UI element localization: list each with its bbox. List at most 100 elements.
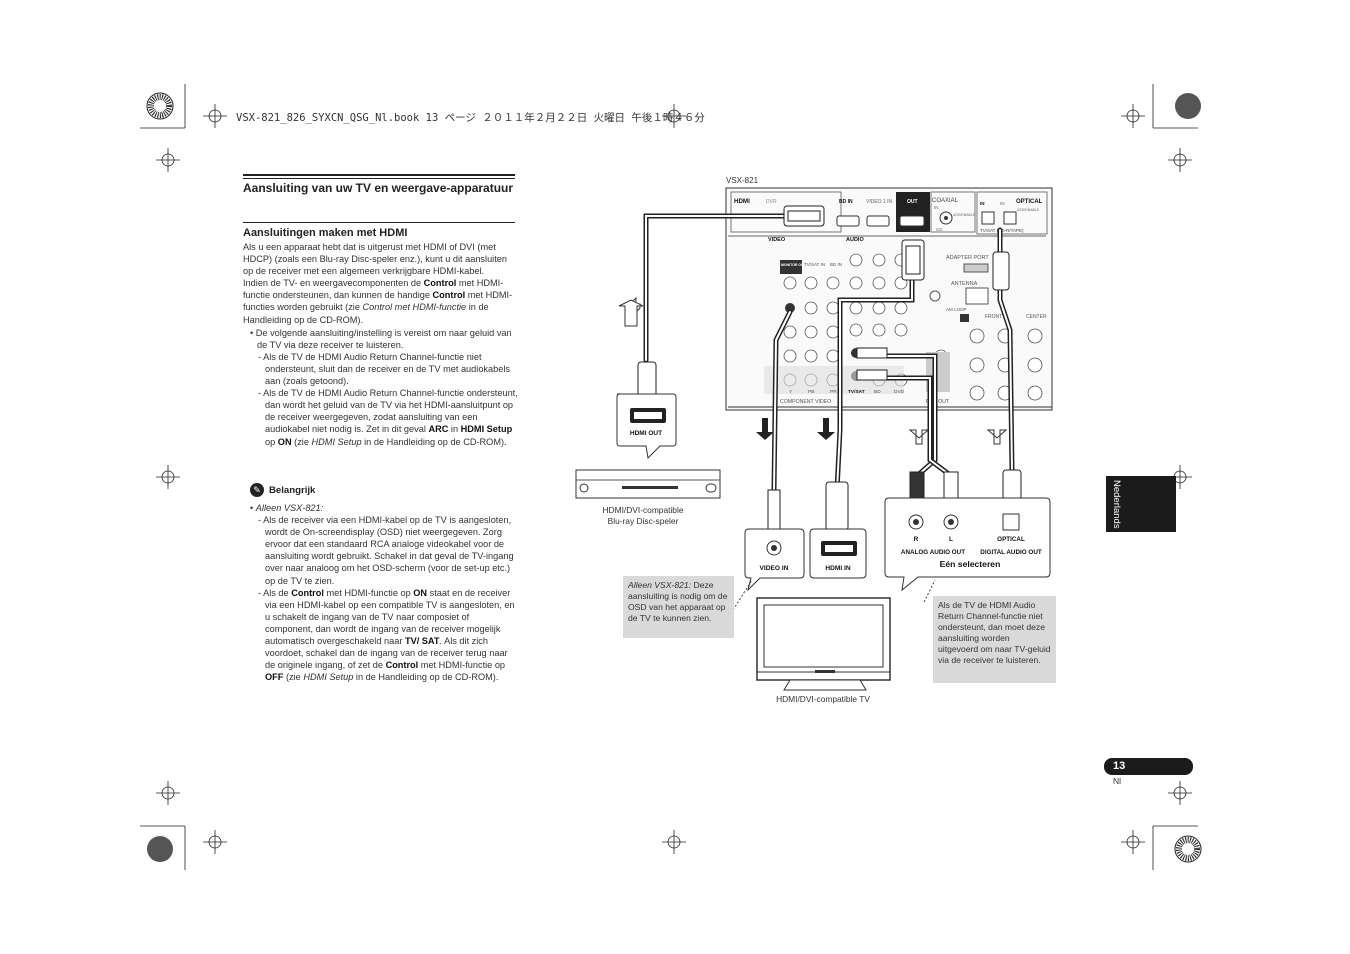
digital-audio-out-label: DIGITAL AUDIO OUT xyxy=(980,549,1042,556)
rx-cd: CD xyxy=(936,227,943,232)
section-title: Aansluiting van uw TV en weergave-appara… xyxy=(243,181,514,195)
title-rule-top xyxy=(243,174,515,176)
tv-hdmi-in-label: HDMI IN xyxy=(825,565,851,572)
note-osd-text: Deze aansluiting is nodig om de OSD van … xyxy=(628,580,728,623)
imp-2g: . Als dit zich voordoet, schakel dan de … xyxy=(265,636,508,671)
note-arc: Als de TV de HDMI Audio Return Channel-f… xyxy=(933,596,1056,683)
sub-2h: HDMI Setup xyxy=(311,436,362,447)
tv-video-in-label: VIDEO IN xyxy=(760,565,789,572)
important-bullet-text: Alleen VSX-821: xyxy=(255,503,324,513)
language-tab: Nederlands xyxy=(1106,476,1176,532)
rx-dvd: DVD xyxy=(894,389,905,395)
control-text-6: Control met HDMI-functie xyxy=(362,302,467,313)
sub-item-1: - Als de TV de HDMI Audio Return Channel… xyxy=(258,351,510,387)
rx-bd-in: BD IN xyxy=(839,199,853,205)
sub-2e: op xyxy=(265,436,276,447)
control-text-7: in de Handleiding op de CD-ROM). xyxy=(243,302,489,325)
rx-out: OUT xyxy=(907,199,918,205)
imp-2l: HDMI Setup xyxy=(303,672,354,683)
subtitle-rule xyxy=(243,222,515,223)
file-header: VSX-821_826_SYXCN_QSG_Nl.book 13 ページ ２０１… xyxy=(236,112,705,124)
imp-2b: Control xyxy=(291,587,324,598)
important-title: Belangrijk xyxy=(269,484,316,496)
control-text-5: met HDMI-functies worden gebruikt (zie xyxy=(243,290,513,313)
imp-2a: Als de xyxy=(263,587,289,598)
imp-2c: met HDMI-functie op xyxy=(326,587,411,598)
control-text-4: Control xyxy=(432,290,466,301)
note-osd-italic: Alleen VSX-821: xyxy=(628,580,692,590)
tv-caption: HDMI/DVI-compatible TV xyxy=(776,694,870,704)
intro-text: Als u een apparaat hebt dat is uitgerust… xyxy=(243,242,507,277)
page-number: 13 xyxy=(1104,758,1193,775)
rx-coaxial: COAXIAL xyxy=(932,198,959,204)
player-caption-1: HDMI/DVI-compatible xyxy=(603,505,684,515)
important-sub-1: - Als de receiver via een HDMI-kabel op … xyxy=(258,515,514,586)
optical-label: OPTICAL xyxy=(997,536,1025,543)
rx-dvr: DVR xyxy=(766,199,777,205)
control-text-2: Control xyxy=(423,278,457,289)
audio-r-label: R xyxy=(914,536,919,543)
important-heading: ✎ Belangrijk xyxy=(250,483,315,497)
rx-pb: PB xyxy=(808,389,814,395)
control-text-3: met HDMI-functie ondersteunen, dan kunne… xyxy=(243,278,504,301)
wrench-icon: ✎ xyxy=(250,483,264,497)
sub-2a: Als de TV de HDMI Audio Return Channel-f… xyxy=(263,388,518,435)
page-language-code: Nl xyxy=(1113,776,1122,786)
sub-2g: (zie xyxy=(294,436,309,447)
imp-2f: TV/ SAT xyxy=(404,636,440,647)
rx-am-loop: AM LOOP xyxy=(946,307,967,312)
signal-arrows xyxy=(618,296,1008,445)
rx-pre-out: PRE OUT xyxy=(926,399,950,405)
bluray-player xyxy=(575,469,721,499)
analog-audio-out-label: ANALOG AUDIO OUT xyxy=(901,549,965,556)
note-arc-text: Als de TV de HDMI Audio Return Channel-f… xyxy=(938,600,1051,665)
rx-video: VIDEO xyxy=(768,237,786,243)
sub-item-2: - Als de TV de HDMI Audio Return Channel… xyxy=(258,388,518,447)
rx-audio: AUDIO xyxy=(846,237,864,243)
rx-in-opt: IN xyxy=(980,201,985,206)
imp-2k: (zie xyxy=(285,672,301,683)
sub-2c: in xyxy=(450,424,459,435)
control-text: Indien de TV- en weergavecomponenten de … xyxy=(243,277,518,325)
rx-hdmi: HDMI xyxy=(734,198,750,205)
rx-tvsat-in: TV/SAT IN xyxy=(804,262,825,267)
sub-2f: ON xyxy=(277,436,292,447)
important-paragraph: • Alleen VSX-821: - Als de receiver via … xyxy=(250,502,518,683)
language-tab-label: Nederlands xyxy=(1111,480,1122,529)
rx-in-coax: IN xyxy=(934,205,939,210)
imp-2e: staat en de receiver via een HDMI-kabel … xyxy=(265,587,515,647)
audio-l-label: L xyxy=(949,536,953,543)
sub-item-1-text: Als de TV de HDMI Audio Return Channel-f… xyxy=(263,351,510,387)
connection-diagram: VSX-821 HDMI DVR BD IN VIDEO 1 IN OUT CO… xyxy=(575,176,1053,704)
select-one-label: Eén selecteren xyxy=(940,559,1001,569)
rx-antenna: ANTENNA xyxy=(951,281,978,287)
sub-2d: HDMI Setup xyxy=(460,424,513,435)
rx-front: FRONT xyxy=(985,314,1002,320)
model-label: VSX-821 xyxy=(726,176,759,185)
cables xyxy=(643,213,1015,493)
rx-y: Y xyxy=(789,389,793,395)
rx-bd-in-video: BD IN xyxy=(830,262,842,267)
television xyxy=(756,597,891,691)
rx-adapter-port: ADAPTER PORT xyxy=(946,255,989,261)
imp-2d: ON xyxy=(413,587,428,598)
bullet-1: • De volgende aansluiting/instelling is … xyxy=(250,327,512,350)
rx-center: CENTER xyxy=(1026,314,1047,320)
rx-monitor-out: MONITOR OUT xyxy=(781,263,807,267)
imp-2h: Control xyxy=(385,660,419,671)
sub-2i: in de Handleiding op de CD-ROM). xyxy=(364,436,507,447)
player-caption-2: Blu-ray Disc-speler xyxy=(608,516,679,526)
imp-2m: in de Handleiding op de CD-ROM). xyxy=(355,672,499,683)
rx-component-video: COMPONENT VIDEO xyxy=(780,399,831,405)
control-text-1: Indien de TV- en weergavecomponenten de xyxy=(243,278,422,289)
note-osd: Alleen VSX-821: Deze aansluiting is nodi… xyxy=(623,576,734,638)
section-subtitle: Aansluitingen maken met HDMI xyxy=(243,227,408,239)
rx-assignable-opt: ASSIGNABLE xyxy=(1017,208,1040,212)
imp-2i: met HDMI-functie op xyxy=(420,660,506,671)
note-leaders xyxy=(732,579,936,611)
rx-video1-in: VIDEO 1 IN xyxy=(866,199,893,205)
rx-assignable-coax: ASSIGNABLE xyxy=(953,213,976,217)
rx-pr: PR xyxy=(830,389,837,395)
tv-input-callouts: VIDEO IN HDMI IN R L ANALOG AUDIO OUT OP… xyxy=(744,497,1051,592)
